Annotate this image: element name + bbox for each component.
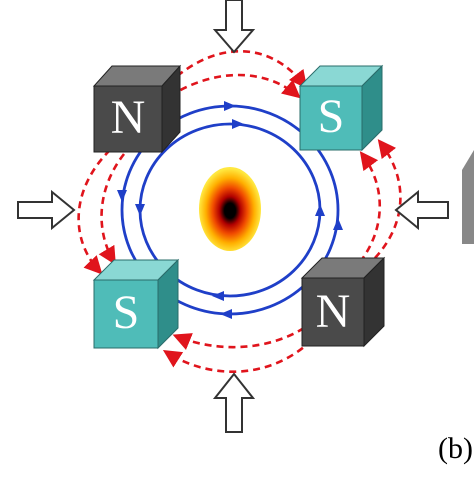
blue-arrow-bottom-outer bbox=[220, 309, 232, 319]
magnet-top-left: N bbox=[92, 64, 182, 154]
red-field-line-left-inner bbox=[98, 153, 126, 266]
blue-arrow-bottom-inner bbox=[212, 291, 224, 301]
arrow-up-icon bbox=[212, 372, 256, 433]
red-field-line-bottom-outer bbox=[162, 339, 313, 373]
blue-arrow-right-outer bbox=[333, 218, 343, 230]
outer-field-lines bbox=[77, 49, 402, 373]
blue-arrow-left-inner bbox=[135, 204, 145, 216]
arrow-left-icon bbox=[394, 189, 449, 231]
arrow-down-icon bbox=[212, 0, 256, 54]
blue-field-arrows bbox=[117, 101, 343, 319]
red-field-line-right-inner bbox=[358, 151, 382, 263]
beam-spot bbox=[199, 167, 261, 251]
red-field-line-right-outer bbox=[374, 139, 402, 259]
blue-arrow-top-outer bbox=[224, 101, 236, 111]
magnet-pole-label: N bbox=[316, 285, 351, 338]
magnet-pole-label: S bbox=[318, 90, 345, 143]
magnet-top-right: S bbox=[298, 64, 384, 152]
arrow-right-icon bbox=[17, 189, 76, 231]
red-field-line-left-outer bbox=[77, 149, 111, 275]
magnet-pole-label: N bbox=[111, 91, 146, 144]
red-field-line-bottom-inner bbox=[172, 326, 305, 350]
blue-arrow-top-inner bbox=[232, 119, 244, 129]
red-field-line-top-inner bbox=[169, 73, 301, 99]
cropped-arrow-right-edge bbox=[462, 150, 474, 244]
magnet-bottom-right: N bbox=[300, 256, 386, 348]
force-arrows bbox=[17, 0, 449, 433]
magnet-bottom-left: S bbox=[92, 258, 180, 350]
panel-label: (b) bbox=[438, 432, 473, 465]
magnet-pole-label: S bbox=[113, 286, 140, 339]
blue-arrow-right-inner bbox=[315, 204, 325, 216]
red-field-line-top-outer bbox=[167, 49, 308, 89]
blue-arrow-left-outer bbox=[117, 190, 127, 202]
